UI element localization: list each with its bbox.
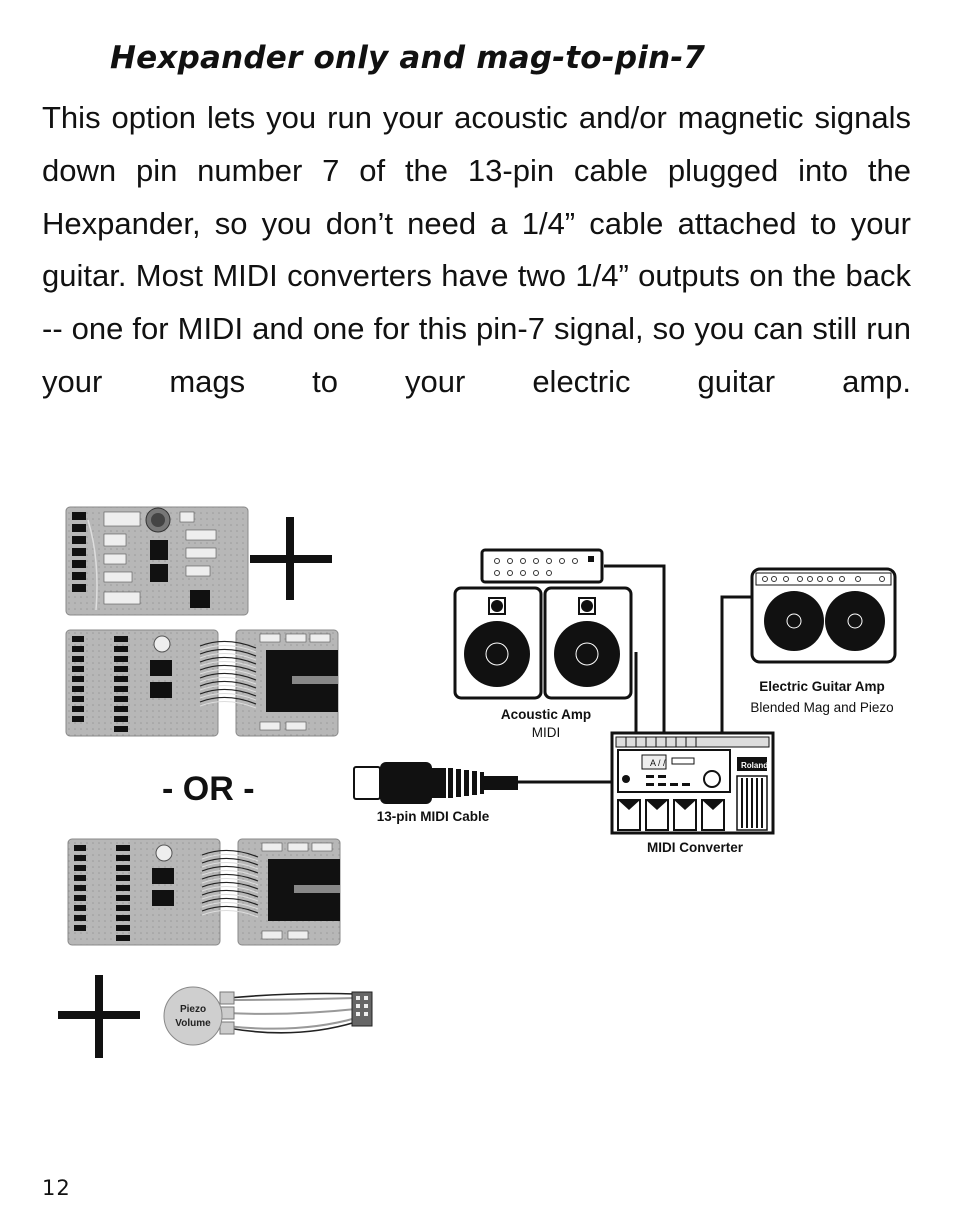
plus-icon bbox=[250, 517, 332, 600]
midi-converter: A / / Roland bbox=[610, 731, 775, 835]
hexpander-board-pair-1 bbox=[65, 629, 339, 737]
converter-display: A / / bbox=[650, 758, 666, 768]
brand-logo: Roland bbox=[741, 761, 768, 770]
acoustic-amp-title: Acoustic Amp bbox=[501, 707, 591, 722]
signal-cables bbox=[516, 564, 752, 784]
hexpander-small-board bbox=[65, 506, 249, 616]
body-paragraph: This option lets you run your acoustic a… bbox=[42, 100, 911, 399]
piezo-label-line1: Piezo bbox=[180, 1004, 206, 1015]
acoustic-amp-subtitle: MIDI bbox=[532, 725, 561, 740]
piezo-volume-pot: Piezo Volume bbox=[163, 986, 373, 1046]
midi-cable bbox=[353, 762, 518, 804]
midi-converter-label: MIDI Converter bbox=[647, 840, 744, 855]
electric-amp-title: Electric Guitar Amp bbox=[759, 679, 885, 694]
plus-icon bbox=[58, 975, 140, 1058]
electric-guitar-amp bbox=[750, 567, 897, 664]
acoustic-amp bbox=[453, 548, 633, 700]
hexpander-board-pair-2 bbox=[67, 838, 341, 946]
or-label: - OR - bbox=[162, 770, 255, 808]
electric-amp-subtitle: Blended Mag and Piezo bbox=[750, 700, 893, 715]
page-title: Hexpander only and mag-to-pin-7 bbox=[110, 40, 706, 76]
page-number: 12 bbox=[42, 1176, 71, 1200]
wiring-diagram: - OR - bbox=[58, 506, 897, 1058]
piezo-label-line2: Volume bbox=[175, 1018, 211, 1029]
midi-cable-label: 13-pin MIDI Cable bbox=[377, 809, 490, 824]
